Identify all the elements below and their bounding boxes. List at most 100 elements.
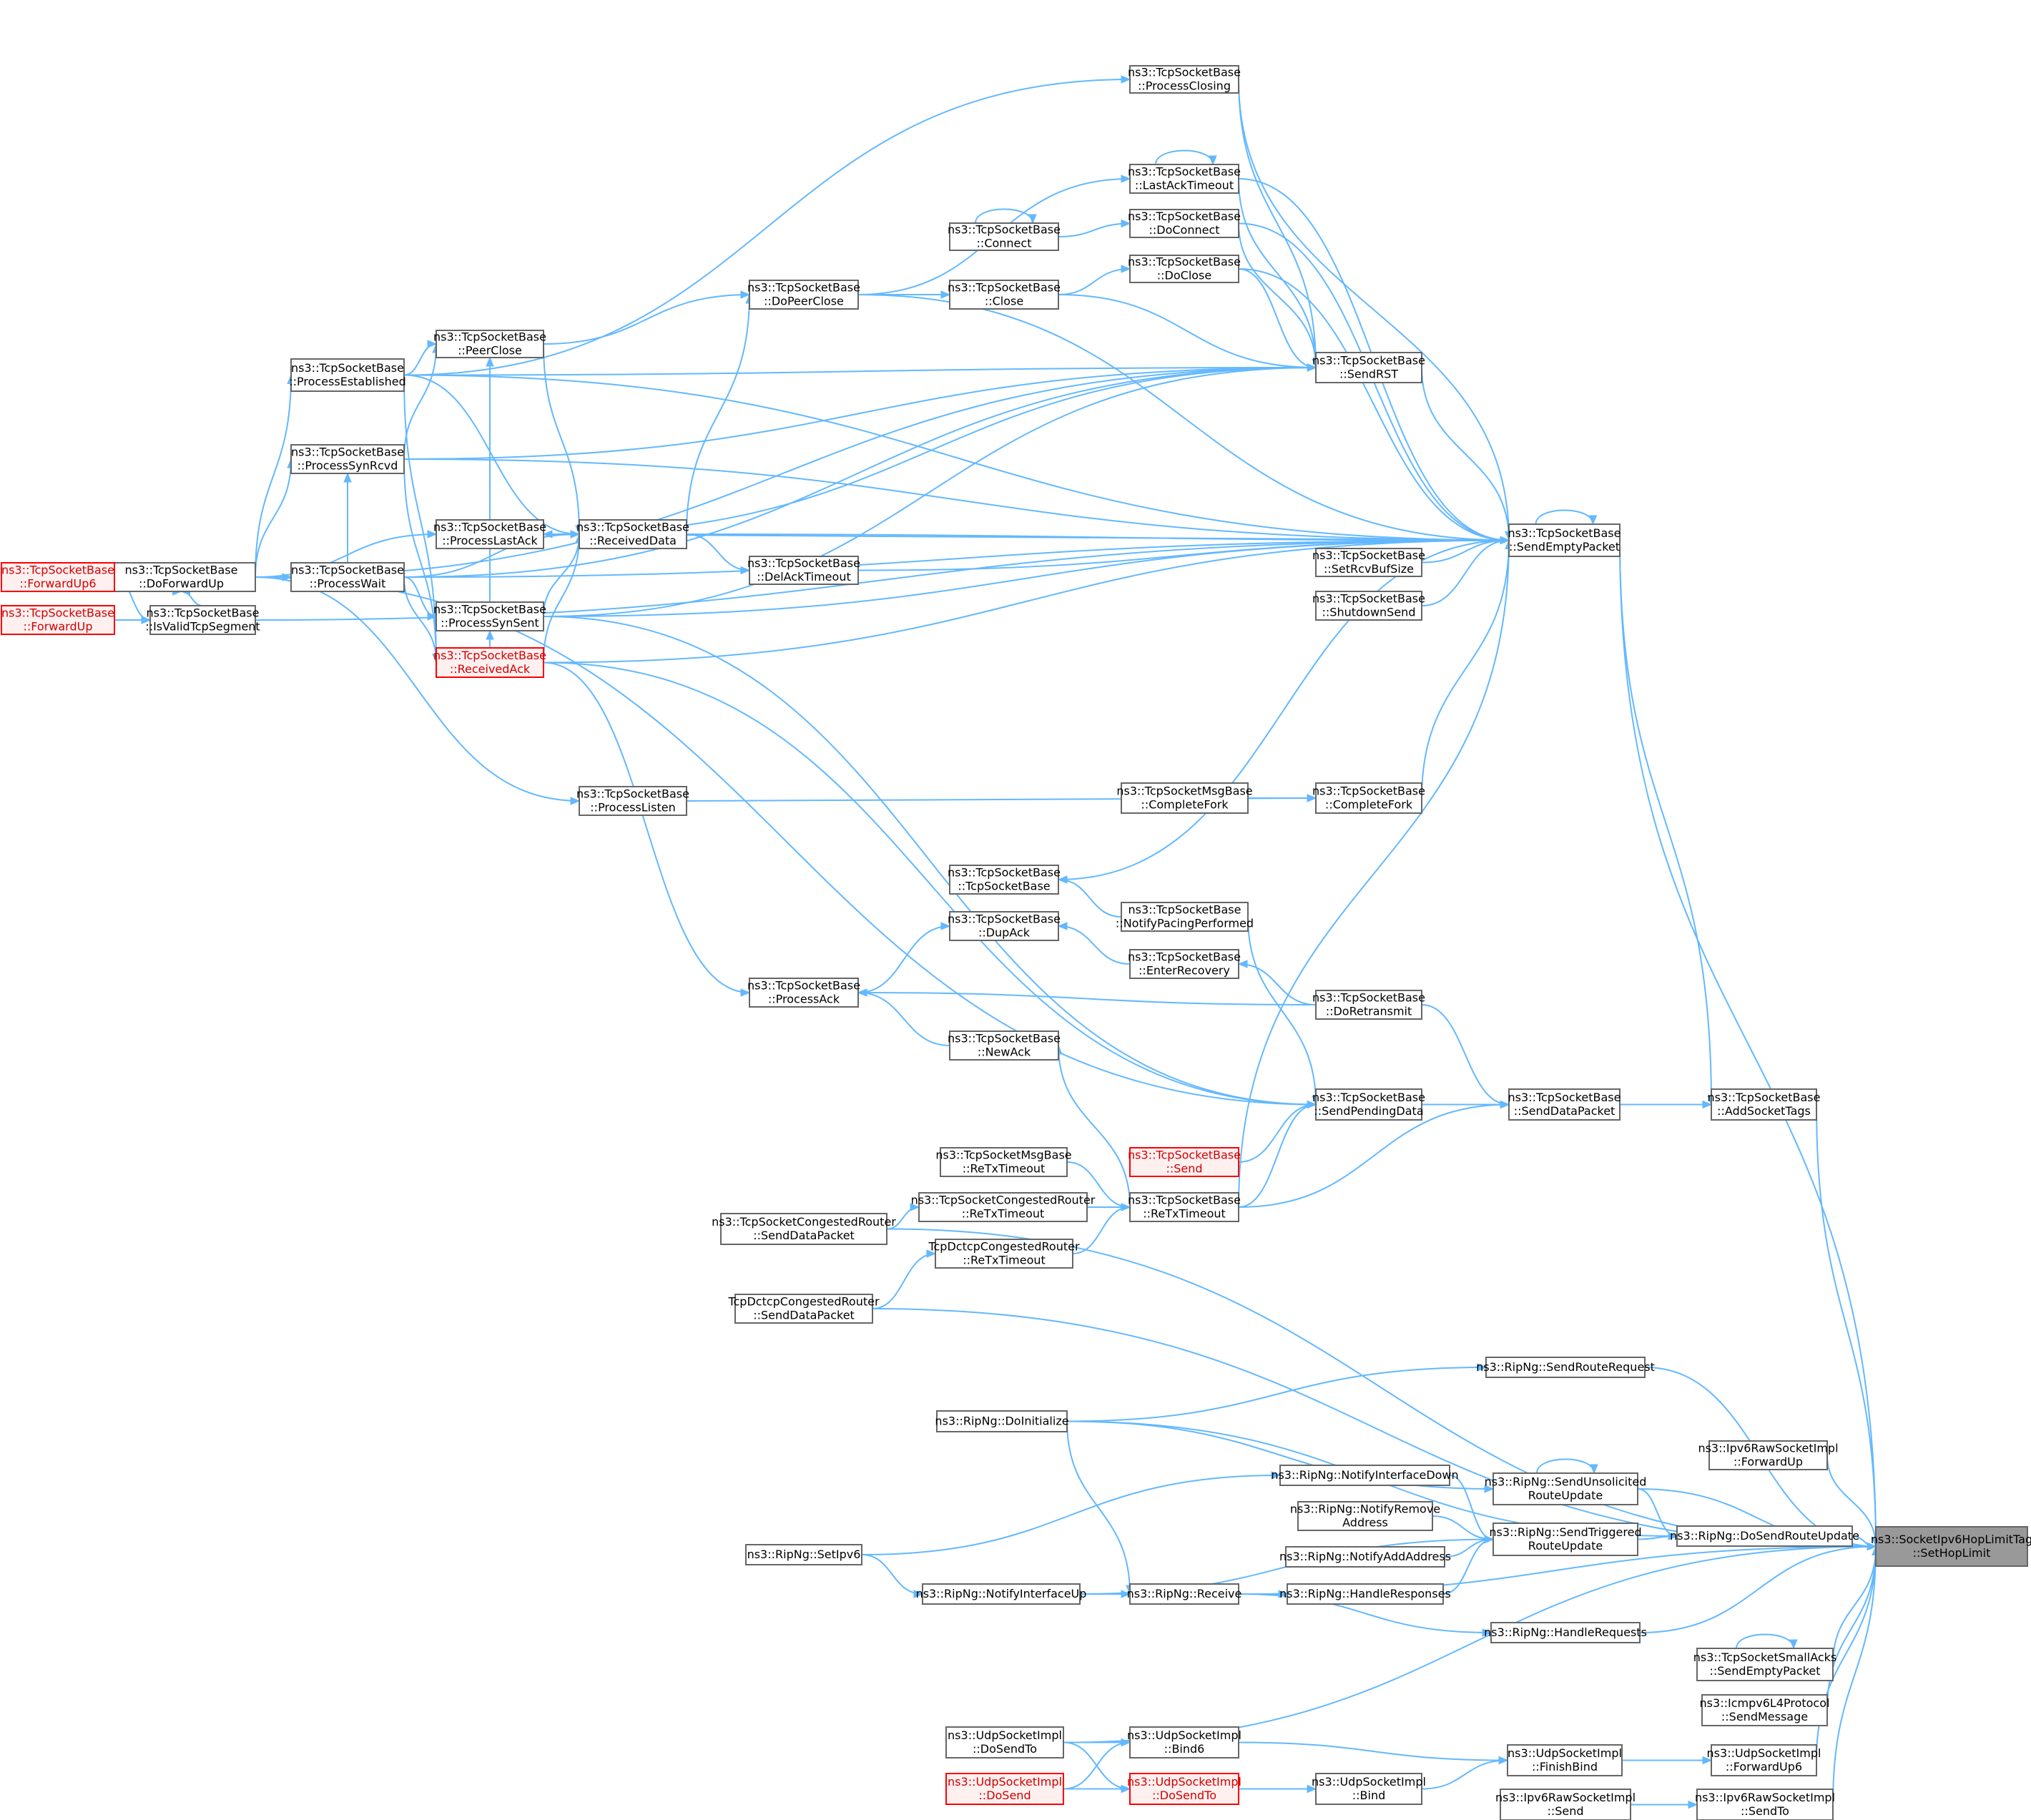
node-congSendData[interactable]: ns3::TcpSocketCongestedRouter::SendDataP… — [712, 1213, 896, 1245]
node-processSynRcvd[interactable]: ns3::TcpSocketBase::ProcessSynRcvd — [290, 444, 405, 474]
node-label: ::DoSendTo — [973, 1742, 1037, 1756]
node-sendRouteRequest[interactable]: ns3::RipNg::SendRouteRequest — [1476, 1357, 1655, 1378]
node-doClose[interactable]: ns3::TcpSocketBase::DoClose — [1128, 255, 1241, 283]
node-doPeerClose[interactable]: ns3::TcpSocketBase::DoPeerClose — [747, 280, 860, 310]
node-label: ::PeerClose — [458, 344, 522, 358]
node-label: ns3::TcpSocketBase — [948, 913, 1061, 926]
node-label: ::NewAck — [978, 1046, 1031, 1059]
node-forwardUp[interactable]: ns3::TcpSocketBase::ForwardUp — [1, 605, 115, 635]
node-rawForwardUp[interactable]: ns3::Ipv6RawSocketImpl::ForwardUp — [1698, 1440, 1839, 1470]
node-forwardUp6[interactable]: ns3::TcpSocketBase::ForwardUp6 — [1, 562, 115, 592]
node-processClosing[interactable]: ns3::TcpSocketBase::ProcessClosing — [1128, 65, 1241, 94]
node-udpBind6[interactable]: ns3::UdpSocketImpl::Bind6 — [1127, 1726, 1241, 1758]
node-connect[interactable]: ns3::TcpSocketBase::Connect — [948, 222, 1061, 251]
node-label: ns3::TcpSocketBase — [576, 787, 689, 801]
node-doRetransmit[interactable]: ns3::TcpSocketBase::DoRetransmit — [1312, 990, 1425, 1020]
edge-processListen-to-completeFork-arrowhead — [1307, 794, 1317, 802]
node-ripReceive[interactable]: ns3::RipNg::Receive — [1127, 1583, 1242, 1605]
node-sendPendingData[interactable]: ns3::TcpSocketBase::SendPendingData — [1312, 1088, 1425, 1121]
node-processWait[interactable]: ns3::TcpSocketBase::ProcessWait — [290, 562, 405, 592]
node-udpDoSendTo1[interactable]: ns3::UdpSocketImpl::DoSendTo — [945, 1726, 1064, 1758]
node-lastAckTimeout[interactable]: ns3::TcpSocketBase::LastAckTimeout — [1128, 164, 1241, 194]
node-doInitialize[interactable]: ns3::RipNg::DoInitialize — [935, 1410, 1069, 1432]
node-completeFork[interactable]: ns3::TcpSocketBase::CompleteFork — [1312, 782, 1425, 814]
node-smallAcks[interactable]: ns3::TcpSocketSmallAcks::SendEmptyPacket — [1693, 1648, 1837, 1681]
node-box — [1508, 523, 1621, 557]
node-box — [949, 1030, 1059, 1061]
node-processAck[interactable]: ns3::TcpSocketBase::ProcessAck — [747, 978, 860, 1008]
node-send[interactable]: ns3::TcpSocketBase::Send — [1128, 1147, 1241, 1177]
node-reTxTimeout[interactable]: ns3::TcpSocketBase::ReTxTimeout — [1128, 1192, 1241, 1222]
edge-processEstablished-to-processClosing-arrowhead — [1121, 75, 1131, 84]
node-addSocketTags[interactable]: ns3::TcpSocketBase::AddSocketTags — [1708, 1088, 1821, 1121]
node-receivedData[interactable]: ns3::TcpSocketBase::ReceivedData — [576, 519, 689, 549]
node-label: ::Connect — [977, 237, 1032, 250]
node-label: ::ProcessWait — [310, 577, 386, 591]
node-dctcpSendData[interactable]: TcpDctcpCongestedRouter::SendDataPacket — [727, 1294, 880, 1324]
node-isValidTcpSegment[interactable]: ns3::TcpSocketBase::IsValidTcpSegment — [145, 605, 260, 635]
node-box — [949, 911, 1059, 941]
node-notifyAddAddress[interactable]: ns3::RipNg::NotifyAddAddress — [1279, 1546, 1451, 1568]
node-label: ns3::TcpSocketBase — [1312, 549, 1425, 562]
node-processListen[interactable]: ns3::TcpSocketBase::ProcessListen — [576, 786, 689, 816]
node-newAck[interactable]: ns3::TcpSocketBase::NewAck — [948, 1030, 1061, 1061]
node-label: ::ProcessListen — [590, 801, 675, 815]
node-label: Address — [1342, 1516, 1388, 1530]
node-doForwardUp[interactable]: ns3::TcpSocketBase::DoForwardUp — [107, 562, 256, 592]
node-handleResponses[interactable]: ns3::RipNg::HandleResponses — [1279, 1583, 1451, 1605]
node-handleRequests[interactable]: ns3::RipNg::HandleRequests — [1484, 1622, 1647, 1643]
node-doSendRouteUpdate[interactable]: ns3::RipNg::DoSendRouteUpdate — [1670, 1525, 1859, 1547]
node-enterRecovery[interactable]: ns3::TcpSocketBase::EnterRecovery — [1128, 949, 1241, 979]
node-label: ::Send — [1547, 1804, 1583, 1818]
node-udpBind[interactable]: ns3::UdpSocketImpl::Bind — [1312, 1773, 1426, 1805]
node-congReTxTimeout[interactable]: ns3::TcpSocketCongestedRouter::ReTxTimeo… — [911, 1192, 1096, 1222]
node-rawSend[interactable]: ns3::Ipv6RawSocketImpl::Send — [1495, 1789, 1636, 1820]
node-dupAck[interactable]: ns3::TcpSocketBase::DupAck — [948, 911, 1061, 941]
node-box — [1129, 1147, 1239, 1177]
edge-setIpv6-to-notifyIfUp — [861, 1554, 923, 1595]
node-setRcvBufSize[interactable]: ns3::TcpSocketBase::SetRcvBufSize — [1312, 548, 1425, 577]
node-label: ::ReTxTimeout — [1143, 1207, 1226, 1221]
node-udpForwardUp6[interactable]: ns3::UdpSocketImpl::ForwardUp6 — [1707, 1744, 1821, 1776]
node-tcpSocketBaseCtor[interactable]: ns3::TcpSocketBase::TcpSocketBase — [948, 865, 1061, 895]
node-msgReTxTimeout[interactable]: ns3::TcpSocketMsgBase::ReTxTimeout — [935, 1147, 1072, 1177]
node-sendEmptyPacket[interactable]: ns3::TcpSocketBase::SendEmptyPacket — [1508, 523, 1621, 557]
edge-receivedAck-to-peerClose-arrowhead — [486, 356, 494, 367]
node-doConnect[interactable]: ns3::TcpSocketBase::DoConnect — [1128, 209, 1241, 238]
node-label: ns3::RipNg::SetIpv6 — [747, 1548, 861, 1561]
node-label: ::SendDataPacket — [753, 1229, 855, 1242]
node-peerClose[interactable]: ns3::TcpSocketBase::PeerClose — [433, 330, 546, 358]
node-processLastAck[interactable]: ns3::TcpSocketBase::ProcessLastAck — [433, 519, 546, 549]
node-setIpv6[interactable]: ns3::RipNg::SetIpv6 — [745, 1544, 862, 1565]
node-shutdownSend[interactable]: ns3::TcpSocketBase::ShutdownSend — [1312, 591, 1425, 621]
node-delAckTimeout[interactable]: ns3::TcpSocketBase::DelAckTimeout — [747, 556, 860, 585]
node-processSynSent[interactable]: ns3::TcpSocketBase::ProcessSynSent — [433, 601, 546, 631]
node-target[interactable]: ns3::SocketIpv6HopLimitTag::SetHopLimit — [1871, 1526, 2031, 1567]
node-dctcpReTx[interactable]: TcpDctcpCongestedRouter::ReTxTimeout — [928, 1239, 1080, 1269]
node-receivedAck[interactable]: ns3::TcpSocketBase::ReceivedAck — [433, 647, 546, 678]
node-notifyIfDown[interactable]: ns3::RipNg::NotifyInterfaceDown — [1271, 1465, 1459, 1486]
node-udpFinishBind[interactable]: ns3::UdpSocketImpl::FinishBind — [1507, 1744, 1623, 1776]
edge-lastAckTimeout-self-call — [1155, 149, 1214, 165]
node-udpDoSendTo2[interactable]: ns3::UdpSocketImpl::DoSendTo — [1127, 1773, 1241, 1805]
node-icmpSend[interactable]: ns3::Icmpv6L4Protocol::SendMessage — [1700, 1694, 1830, 1726]
node-label: ::LastAckTimeout — [1135, 179, 1234, 192]
node-label: ns3::RipNg::Receive — [1127, 1587, 1242, 1600]
edge-processClosing-to-sendEmptyPacket — [1238, 79, 1510, 541]
node-label: ns3::UdpSocketImpl — [1707, 1746, 1821, 1760]
node-sendDataPacket[interactable]: ns3::TcpSocketBase::SendDataPacket — [1508, 1088, 1621, 1121]
edge-processEstablished-to-sendRST — [403, 367, 1317, 376]
node-msgCompleteFork[interactable]: ns3::TcpSocketMsgBase::CompleteFork — [1116, 782, 1253, 814]
node-processEstablished[interactable]: ns3::TcpSocketBase::ProcessEstablished — [289, 358, 406, 392]
node-box — [1285, 1546, 1445, 1568]
node-box — [1129, 1583, 1239, 1605]
node-notifyPacing[interactable]: ns3::TcpSocketBase::NotifyPacingPerforme… — [1116, 902, 1254, 932]
node-close[interactable]: ns3::TcpSocketBase::Close — [948, 280, 1061, 310]
node-rawSendTo[interactable]: ns3::Ipv6RawSocketImpl::SendTo — [1695, 1789, 1835, 1820]
node-notifyIfUp[interactable]: ns3::RipNg::NotifyInterfaceUp — [916, 1583, 1087, 1605]
node-udpDoSend[interactable]: ns3::UdpSocketImpl::DoSend — [945, 1773, 1064, 1805]
node-sendRST[interactable]: ns3::TcpSocketBase::SendRST — [1312, 352, 1425, 383]
